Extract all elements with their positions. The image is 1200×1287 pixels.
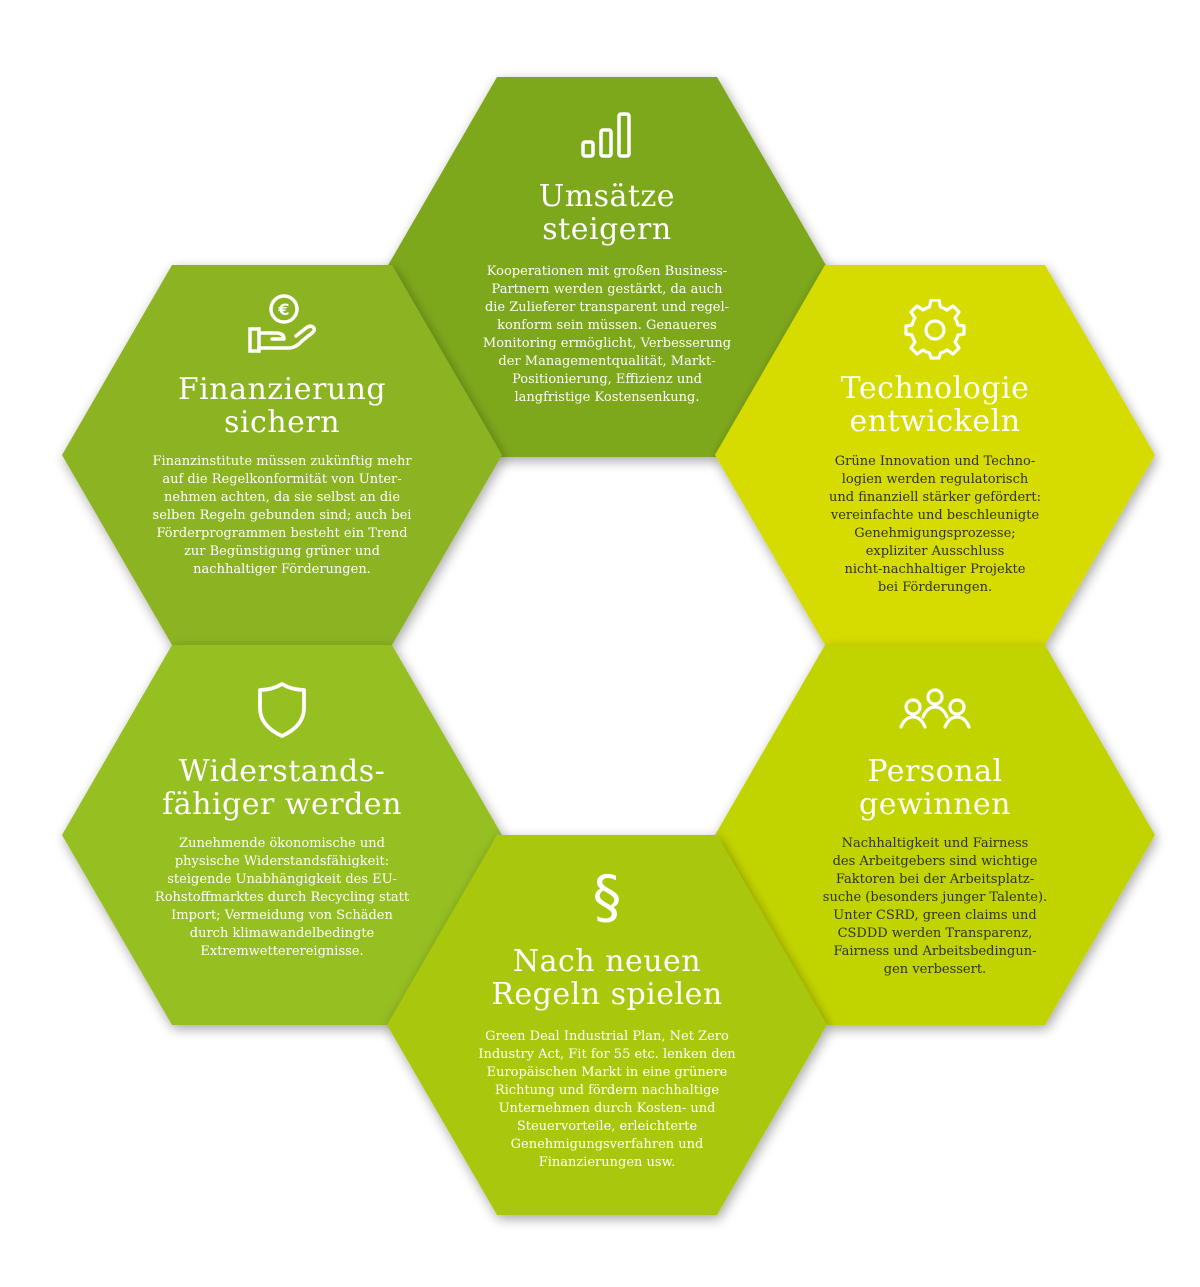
cell-text: Finanzinstitute müssen zukünftig mehr au… xyxy=(152,454,412,577)
hex-bottom xyxy=(387,835,827,1215)
cell-widerstand: Widerstands- fähiger werden Zunehmende ö… xyxy=(62,645,502,1025)
cell-text: Grüne Innovation und Techno- logien werd… xyxy=(829,454,1041,595)
paragraph-icon: § xyxy=(387,863,827,927)
cell-text: Zunehmende ökonomische und physische Wid… xyxy=(154,836,410,959)
cell-title: Finanzierung sichern xyxy=(177,372,387,440)
cell-title: Personal gewinnen xyxy=(859,754,1011,822)
people-icon xyxy=(715,687,1155,731)
cell-text: Green Deal Industrial Plan, Net Zero Ind… xyxy=(478,1029,736,1170)
cell-title: Nach neuen Regeln spielen xyxy=(491,944,723,1012)
svg-text:§: § xyxy=(593,863,622,927)
shield-icon xyxy=(62,680,502,740)
cell-finanzierung: € Finanzierung sichern Finanzinstitute m… xyxy=(62,265,502,645)
cell-title: Widerstands- fähiger werden xyxy=(162,754,402,822)
cell-text: Kooperationen mit großen Business- Partn… xyxy=(482,264,732,405)
hex-lower-right xyxy=(715,645,1155,1025)
cell-personal: Personal gewinnen Nachhaltigkeit und Fai… xyxy=(715,645,1155,1025)
hex-top xyxy=(387,77,827,457)
gear-icon xyxy=(715,299,1155,361)
euro-hand-icon: € xyxy=(62,293,502,355)
hex-lower-left xyxy=(62,645,502,1025)
hex-upper-left xyxy=(62,265,502,645)
bar-chart-icon xyxy=(387,110,827,162)
hex-upper-right xyxy=(715,265,1155,645)
cell-regeln: § Nach neuen Regeln spielen Green Deal I… xyxy=(387,835,827,1215)
svg-text:€: € xyxy=(277,300,289,319)
cell-technologie: Technologie entwickeln Grüne Innovation … xyxy=(715,265,1155,645)
cell-umsaetze: Umsätze steigern Kooperationen mit große… xyxy=(387,77,827,457)
cell-title: Umsätze steigern xyxy=(538,179,676,247)
cell-text: Nachhaltigkeit und Fairness des Arbeitge… xyxy=(822,836,1048,977)
cell-title: Technologie entwickeln xyxy=(840,371,1030,439)
